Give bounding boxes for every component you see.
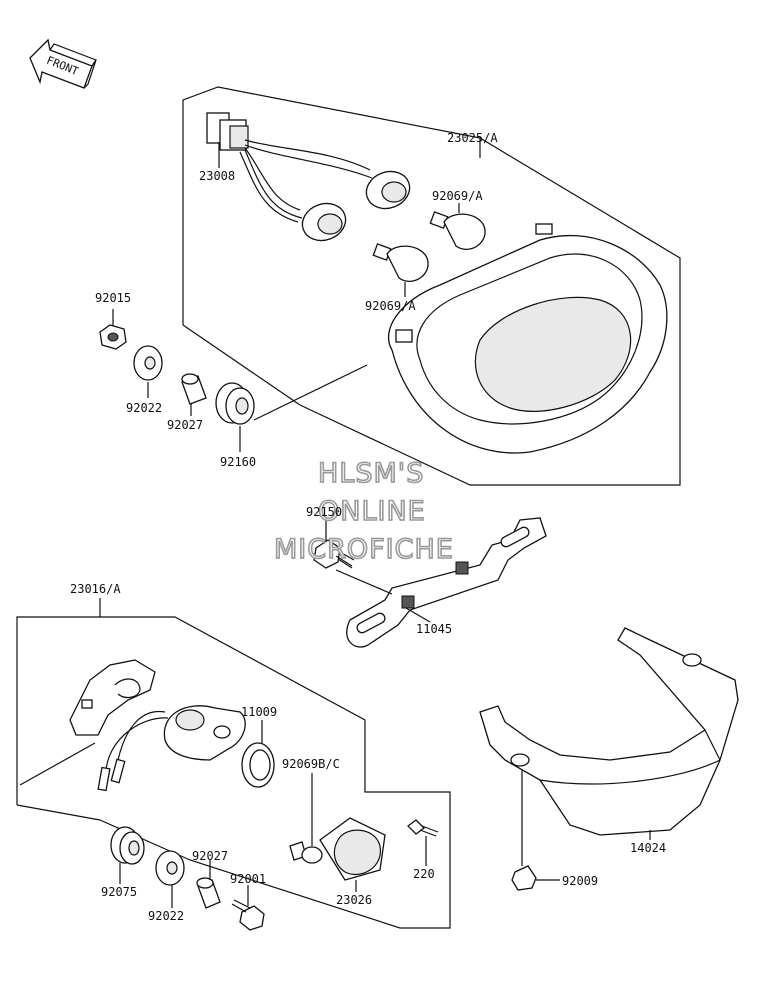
label-92069a-lower: 92069/A <box>365 299 416 313</box>
bulb-lower <box>372 243 429 282</box>
bolt-92001 <box>231 899 265 931</box>
watermark: HLSM'S ONLINE MICROFICHE <box>273 457 454 566</box>
watermark-line-2: ONLINE <box>318 496 426 527</box>
watermark-line-3: MICROFICHE <box>274 534 454 565</box>
label-14024: 14024 <box>630 841 666 855</box>
screw-220 <box>407 819 439 837</box>
socket-wires <box>97 710 169 792</box>
label-92150: 92150 <box>306 505 342 519</box>
label-92001: 92001 <box>230 872 266 886</box>
label-11009: 11009 <box>241 705 277 719</box>
label-23008: 23008 <box>199 169 235 183</box>
wiring-harness <box>206 112 411 242</box>
license-bracket <box>69 659 156 736</box>
label-92027-upper: 92027 <box>167 418 203 432</box>
nut-92015 <box>99 324 127 350</box>
collar-92027-lower <box>196 877 221 909</box>
label-220: 220 <box>413 867 435 881</box>
leader-lines <box>112 142 651 908</box>
label-92022-lower: 92022 <box>148 909 184 923</box>
label-11045: 11045 <box>416 622 452 636</box>
collar-92027-upper <box>181 373 207 405</box>
washer-92022-lower <box>155 850 185 886</box>
rear-fender-cover <box>479 627 739 836</box>
license-light-assembly-outline <box>16 598 451 929</box>
label-92075: 92075 <box>101 885 137 899</box>
label-92022-upper: 92022 <box>126 401 162 415</box>
front-arrow-icon: FRONT <box>29 38 97 89</box>
label-92069bc: 92069B/C <box>282 757 340 771</box>
bolt-92150 <box>313 539 355 569</box>
license-lens-23026 <box>319 817 386 881</box>
tail-light-assembly-outline <box>182 86 681 486</box>
socket-plate <box>163 705 246 761</box>
label-92015: 92015 <box>95 291 131 305</box>
grommet-92160 <box>215 382 255 425</box>
watermark-line-1: HLSM'S <box>318 458 424 489</box>
part-labels: 23025/A 23008 92069/A 92069/A 92015 9202… <box>70 131 666 923</box>
label-92009: 92009 <box>562 874 598 888</box>
label-23016: 23016/A <box>70 582 121 596</box>
label-92160: 92160 <box>220 455 256 469</box>
label-23025: 23025/A <box>447 131 498 145</box>
label-23026: 23026 <box>336 893 372 907</box>
bolt-92009 <box>511 865 537 891</box>
gasket-11009 <box>241 742 275 788</box>
label-92069a-upper: 92069/A <box>432 189 483 203</box>
tail-light-lens <box>387 223 668 454</box>
bulb-small <box>289 841 323 864</box>
bracket-11045 <box>346 517 547 648</box>
grommet-92075 <box>110 826 145 865</box>
label-92027-lower: 92027 <box>192 849 228 863</box>
washer-92022-upper <box>133 345 163 381</box>
bulb-upper <box>429 211 486 250</box>
